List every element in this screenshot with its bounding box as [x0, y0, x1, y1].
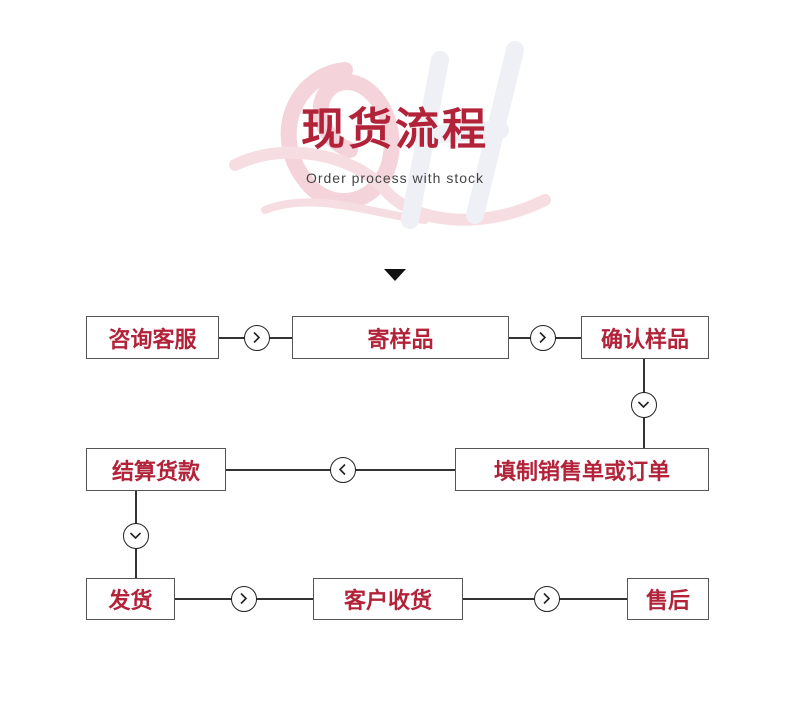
step-after-sales: 售后	[627, 578, 709, 620]
chevron-right-circle-icon	[244, 325, 270, 351]
chevron-down-circle-icon	[123, 523, 149, 549]
page-title: 现货流程	[301, 104, 489, 155]
chevron-right-circle-icon	[530, 325, 556, 351]
step-confirm-sample: 确认样品	[581, 316, 709, 359]
step-settle-payment: 结算货款	[86, 448, 226, 491]
step-ship: 发货	[86, 578, 175, 620]
step-fill-order: 填制销售单或订单	[455, 448, 709, 491]
page-subtitle: Order process with stock	[305, 170, 485, 186]
chevron-right-circle-icon	[534, 586, 560, 612]
step-consult: 咨询客服	[86, 316, 219, 359]
step-customer-receive: 客户收货	[313, 578, 463, 620]
chevron-left-circle-icon	[330, 457, 356, 483]
chevron-down-circle-icon	[631, 392, 657, 418]
triangle-down-icon	[384, 269, 406, 281]
chevron-right-circle-icon	[231, 586, 257, 612]
step-send-sample: 寄样品	[292, 316, 509, 359]
